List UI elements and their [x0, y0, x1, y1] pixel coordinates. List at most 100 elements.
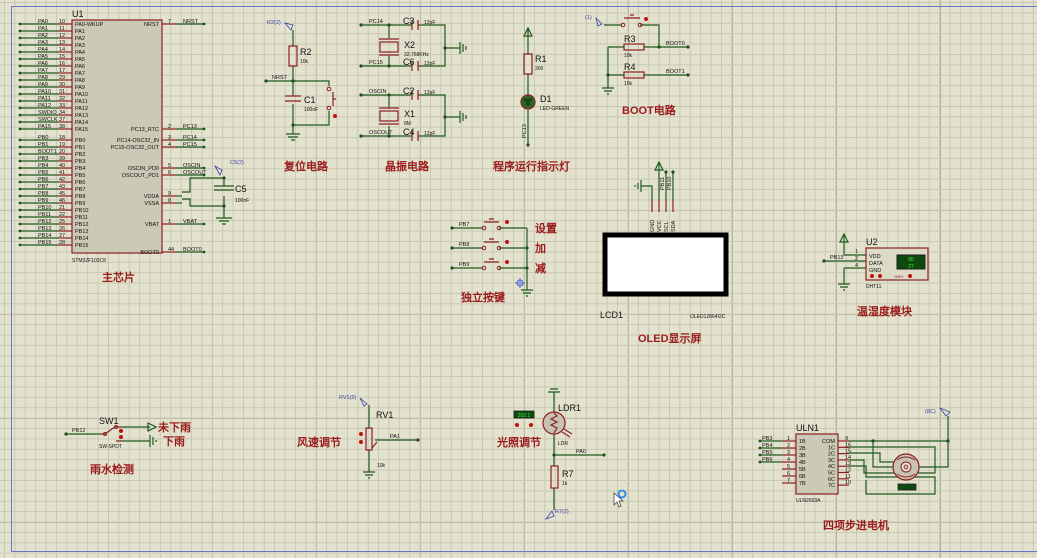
oled-screen[interactable]	[602, 232, 729, 297]
led-indicator-circuit[interactable]: R1 300 D1 LED-GREEN PC13	[520, 26, 570, 147]
uln1-body[interactable]	[795, 433, 839, 495]
key-press-indicator[interactable]	[505, 220, 509, 224]
reset-button-indicator[interactable]	[333, 114, 337, 118]
boot-circuit[interactable]: (1) R3 10k R4 10k BOOT0 BOOT1	[585, 14, 690, 95]
crystal-circuit[interactable]: PC14 PC15 OSCIN OSCOUT C3 12pF C6 12pF C…	[359, 16, 467, 141]
dht-decrease-button[interactable]	[870, 274, 874, 278]
boot-button-indicator[interactable]	[644, 17, 648, 21]
ldr-increase-button[interactable]	[529, 423, 533, 427]
key-press-indicator[interactable]	[505, 260, 509, 264]
ldr-decrease-button[interactable]	[515, 423, 519, 427]
r4-resistor[interactable]	[623, 71, 645, 79]
r3-resistor[interactable]	[623, 43, 645, 51]
dht-mode-button[interactable]	[908, 274, 912, 278]
light-sensor-circuit[interactable]: 202.1 LDR1 LDR R7 1k PA0 R7(2)	[513, 388, 606, 520]
dht11-sensor[interactable]: 80 27 VDD DATA GND 1 2 4 %RH PB13 U2 DHT…	[822, 232, 929, 291]
x1-crystal[interactable]	[379, 110, 399, 122]
rain-switch[interactable]: PB12 SW1 SW-SPDT 未下雨 下雨	[64, 416, 191, 450]
rain-switch-toggle-a[interactable]	[119, 429, 123, 433]
r1-resistor[interactable]	[523, 53, 533, 75]
x2-crystal[interactable]	[379, 41, 399, 53]
rv1-decrease-button[interactable]	[359, 440, 363, 444]
r2-resistor[interactable]	[288, 45, 298, 67]
wind-potentiometer[interactable]: RV1(2) RV1 10k PA1	[339, 395, 420, 479]
dht-increase-button[interactable]	[878, 274, 882, 278]
c5-capacitor[interactable]: C5 100nF C5(2)	[182, 160, 249, 225]
rv1-increase-button[interactable]	[359, 432, 363, 436]
u1-body[interactable]	[71, 19, 163, 254]
rain-switch-toggle-b[interactable]	[119, 435, 123, 439]
r7-resistor[interactable]	[550, 465, 559, 489]
reset-circuit[interactable]: R2 10k NRST C1 100nF R2(2)	[264, 20, 337, 141]
rv1-body[interactable]	[365, 427, 373, 451]
key-press-indicator[interactable]	[505, 240, 509, 244]
c1-value: 100nF	[304, 107, 318, 113]
